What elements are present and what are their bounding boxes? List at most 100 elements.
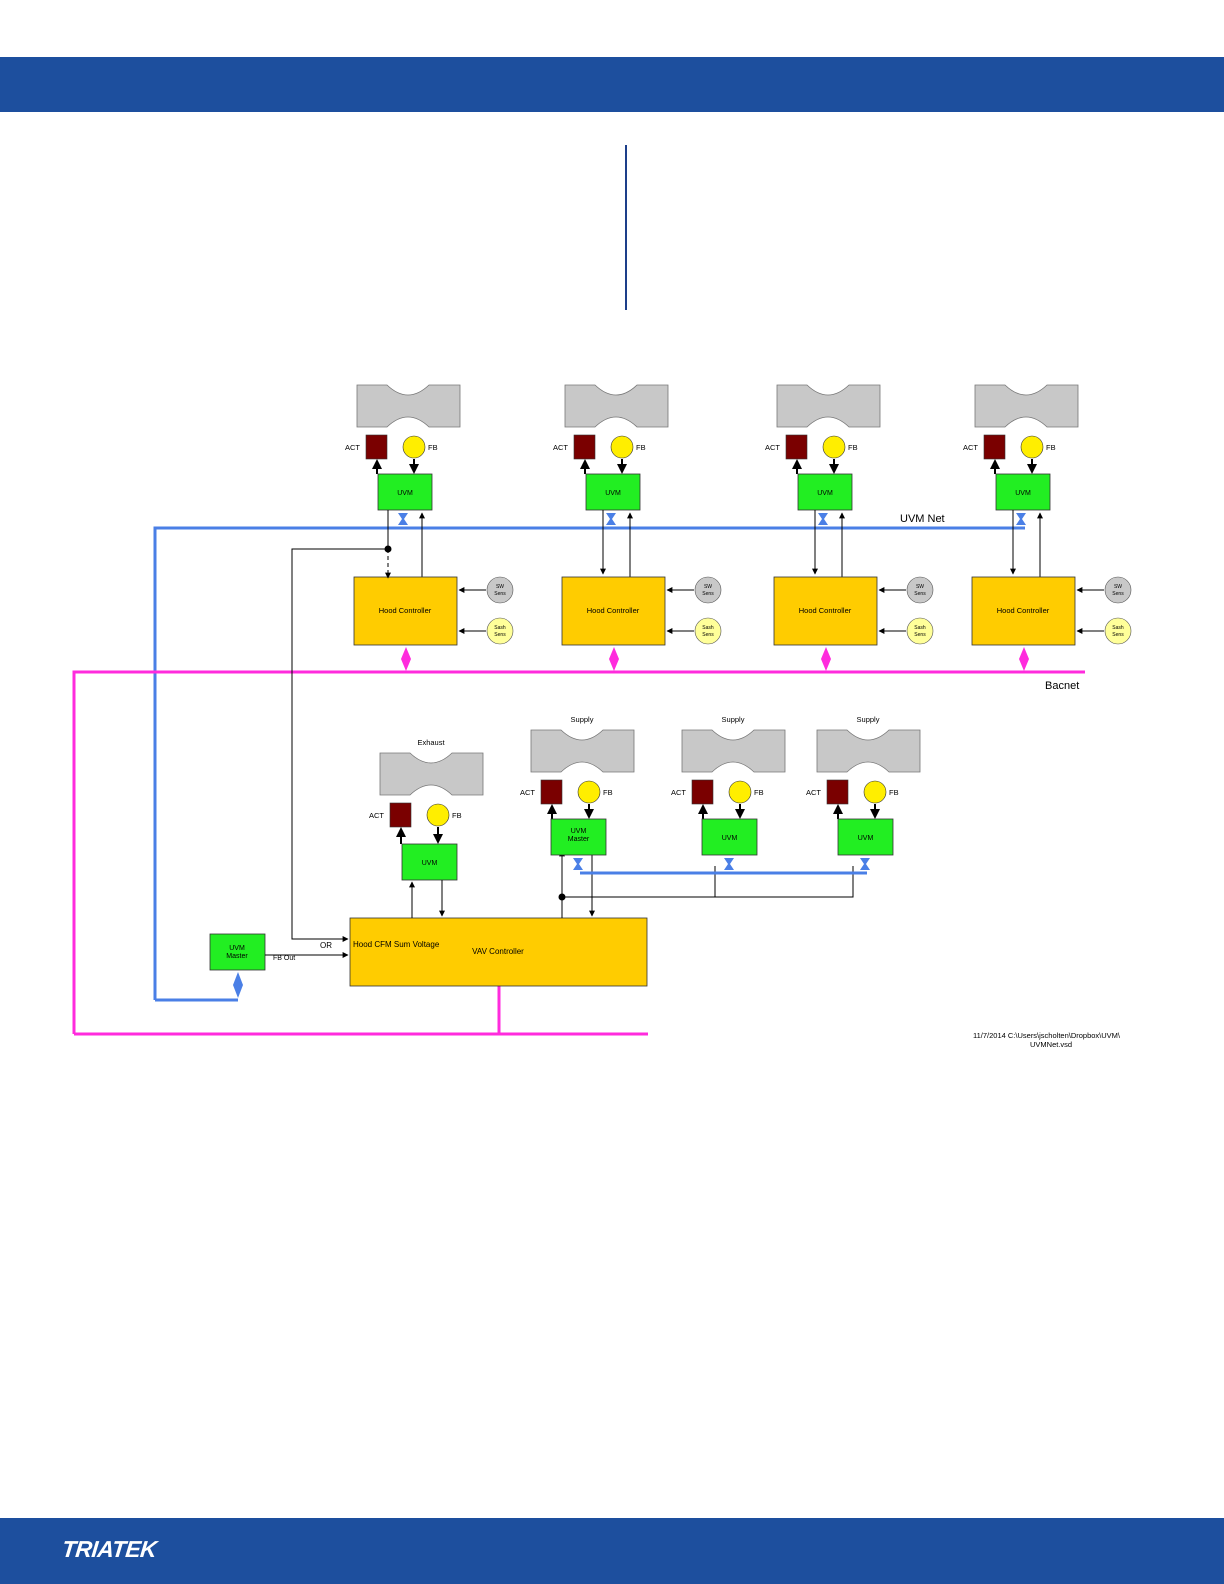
hood-2-fb-label: FB: [636, 443, 646, 452]
uvm-net-line: [153, 526, 1025, 1000]
hood-2-sw-sensor: [694, 576, 722, 604]
uvm-net-connector: [233, 972, 243, 998]
hood-4-valve: [974, 384, 1079, 428]
supply-2-net-connector: [724, 858, 734, 870]
hood-4-sash-label-2: Sens: [1112, 632, 1124, 638]
supply-3-valve: [816, 729, 921, 773]
hood-3-actuator: [785, 434, 808, 460]
hood-4-fb-label: FB: [1046, 443, 1056, 452]
hood-4-sw-label-2: Sens: [1112, 591, 1124, 597]
supply-2-feedback: [728, 780, 752, 804]
hood-2-valve: [564, 384, 669, 428]
supply-1-title: Supply: [571, 715, 594, 724]
hood-1-hood-controller-label: Hood Controller: [379, 606, 432, 615]
supply-1-actuator: [540, 779, 563, 805]
hood-4-sw-sensor: [1104, 576, 1132, 604]
hood-1-fb-label: FB: [428, 443, 438, 452]
bacnet-label: Bacnet: [1045, 680, 1079, 692]
hood-1-feedback: [402, 435, 426, 459]
supply-3-net-connector: [860, 858, 870, 870]
uvm-master-box: [209, 933, 266, 971]
supply-2-actuator: [691, 779, 714, 805]
exhaust-actuator: [389, 802, 412, 828]
exhaust-valve: [379, 752, 484, 796]
hood-4-uvm-label: UVM: [1015, 490, 1031, 497]
hood-1-sash-label-1: Sash: [494, 625, 506, 631]
hood-4-feedback: [1020, 435, 1044, 459]
hood-3-sw-label-2: Sens: [914, 591, 926, 597]
hood-1-sw-label-1: SW: [496, 584, 504, 590]
hood-2-feedback: [610, 435, 634, 459]
supply-3-feedback: [863, 780, 887, 804]
hood-1-valve: [356, 384, 461, 428]
hood-3-hood-controller-label: Hood Controller: [799, 606, 852, 615]
hood-1-sw-label-2: Sens: [494, 591, 506, 597]
supply-1-valve: [530, 729, 635, 773]
hood-2-net-connector: [606, 513, 616, 525]
uvm-master-label-1: UVM: [229, 945, 245, 952]
hood-3-sash-label-1: Sash: [914, 625, 926, 631]
hood-2-act-label: ACT: [553, 443, 568, 452]
supply-1-feedback: [577, 780, 601, 804]
supply-2-uvm-box: [701, 818, 758, 856]
hood-4-sw-label-1: SW: [1114, 584, 1122, 590]
exhaust-act-label: ACT: [369, 811, 384, 820]
hood-3-uvm-box: [797, 473, 853, 511]
hood-2-sash-label-1: Sash: [702, 625, 714, 631]
hood-3-uvm-label: UVM: [817, 490, 833, 497]
hood-4-sash-sensor: [1104, 617, 1132, 645]
hood-3-feedback: [822, 435, 846, 459]
hood-4-sash-label-1: Sash: [1112, 625, 1124, 631]
file-stamp-line-2: UVMNet.vsd: [1030, 1040, 1072, 1049]
vav-controller-label: VAV Controller: [472, 947, 524, 956]
supply-3-uvm-label: UVM: [858, 835, 874, 842]
hood-3-sw-label-1: SW: [916, 584, 924, 590]
hood-sum-wire: [291, 548, 388, 942]
header-band: [0, 57, 1224, 112]
hood-cfm-label: Hood CFM Sum Voltage: [353, 940, 440, 949]
hood-1-net-connector: [398, 513, 408, 525]
or-label: OR: [320, 941, 332, 950]
hood-2-actuator: [573, 434, 596, 460]
hood-4-hood-controller-label: Hood Controller: [997, 606, 1050, 615]
hood-2-uvm-label: UVM: [605, 490, 621, 497]
footer-band: [0, 1518, 1224, 1584]
supply-1-fb-label: FB: [603, 788, 613, 797]
fb-out-label: FB Out: [273, 955, 295, 962]
hood-3-sash-sensor: [906, 617, 934, 645]
hood-3-sw-sensor: [906, 576, 934, 604]
hood-3-valve: [776, 384, 881, 428]
hood-2-sash-sensor: [694, 617, 722, 645]
hood-2-sash-label-2: Sens: [702, 632, 714, 638]
supply-3-actuator: [826, 779, 849, 805]
hood-3-sash-label-2: Sens: [914, 632, 926, 638]
uvm-net-label: UVM Net: [900, 513, 945, 525]
supply-1-net-connector: [573, 858, 583, 870]
hood-1-hood-controller-box: [353, 576, 458, 646]
bacnet-line: [72, 670, 1085, 1034]
supply-2-act-label: ACT: [671, 788, 686, 797]
exhaust-uvm-label: UVM: [422, 860, 438, 867]
hood-4-hood-controller-box: [971, 576, 1076, 646]
hood-2-sw-label-1: SW: [704, 584, 712, 590]
hood-1-uvm-label: UVM: [397, 490, 413, 497]
exhaust-feedback: [426, 803, 450, 827]
hood-1-actuator: [365, 434, 388, 460]
hood-1-bacnet-connector: [401, 647, 411, 671]
hood-3-net-connector: [818, 513, 828, 525]
hood-1-sash-sensor: [486, 617, 514, 645]
supply-3-act-label: ACT: [806, 788, 821, 797]
supply-3-fb-label: FB: [889, 788, 899, 797]
exhaust-fb-label: FB: [452, 811, 462, 820]
hood-3-hood-controller-box: [773, 576, 878, 646]
hood-4-actuator: [983, 434, 1006, 460]
supply-1-uvm-master-1: UVM: [571, 828, 587, 835]
supply-2-title: Supply: [722, 715, 745, 724]
